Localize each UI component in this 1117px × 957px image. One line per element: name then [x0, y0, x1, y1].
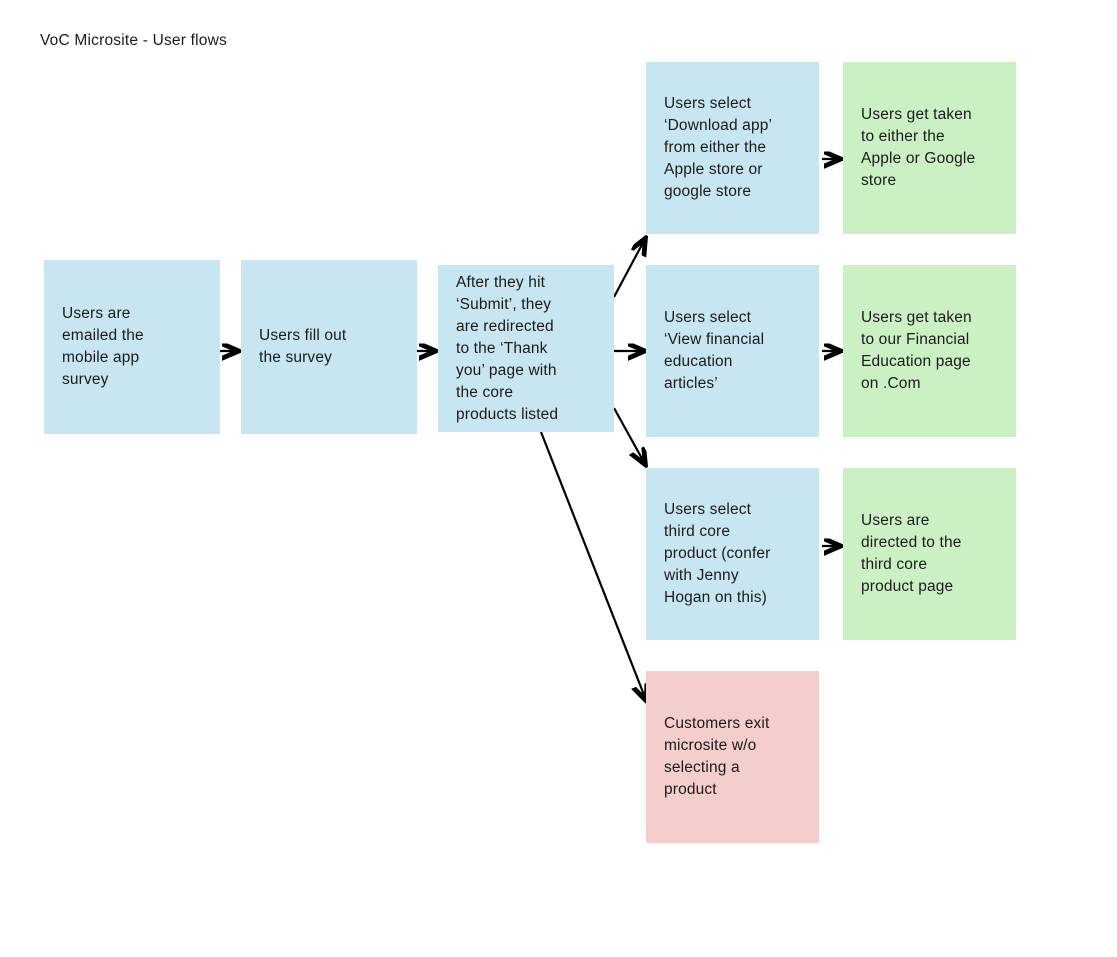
- node-financial-page-result-label: Users get taken to our Financial Educati…: [861, 309, 972, 392]
- node-exit-microsite-label: Customers exit microsite w/o selecting a…: [664, 715, 770, 798]
- node-app-store-result-label: Users get taken to either the Apple or G…: [861, 106, 976, 189]
- node-exit-microsite[interactable]: Customers exit microsite w/o selecting a…: [646, 671, 819, 843]
- node-third-core-product-label: Users select third core product (confer …: [664, 501, 771, 606]
- node-email-survey-label: Users are emailed the mobile app survey: [62, 305, 144, 388]
- node-email-survey[interactable]: Users are emailed the mobile app survey: [44, 260, 220, 434]
- page-title: VoC Microsite - User flows: [40, 32, 227, 49]
- edge-thankyou-to-thirdproduct: [613, 407, 645, 464]
- node-third-product-page-result[interactable]: Users are directed to the third core pro…: [843, 468, 1016, 640]
- node-fill-survey-label: Users fill out the survey: [259, 327, 347, 366]
- node-download-app[interactable]: Users select ‘Download app’ from either …: [646, 62, 819, 234]
- node-download-app-label: Users select ‘Download app’ from either …: [664, 95, 773, 200]
- node-financial-articles[interactable]: Users select ‘View financial education a…: [646, 265, 819, 437]
- node-financial-articles-label: Users select ‘View financial education a…: [664, 309, 765, 392]
- node-third-product-page-result-label: Users are directed to the third core pro…: [861, 512, 962, 595]
- node-thank-you-page[interactable]: After they hit ‘Submit’, they are redire…: [438, 265, 614, 432]
- node-fill-survey[interactable]: Users fill out the survey: [241, 260, 417, 434]
- node-financial-page-result[interactable]: Users get taken to our Financial Educati…: [843, 265, 1016, 437]
- node-thank-you-page-label: After they hit ‘Submit’, they are redire…: [456, 273, 559, 423]
- node-app-store-result[interactable]: Users get taken to either the Apple or G…: [843, 62, 1016, 234]
- edge-thankyou-to-exit: [539, 431, 646, 700]
- node-third-core-product[interactable]: Users select third core product (confer …: [646, 468, 819, 640]
- edge-thankyou-to-download: [613, 239, 645, 298]
